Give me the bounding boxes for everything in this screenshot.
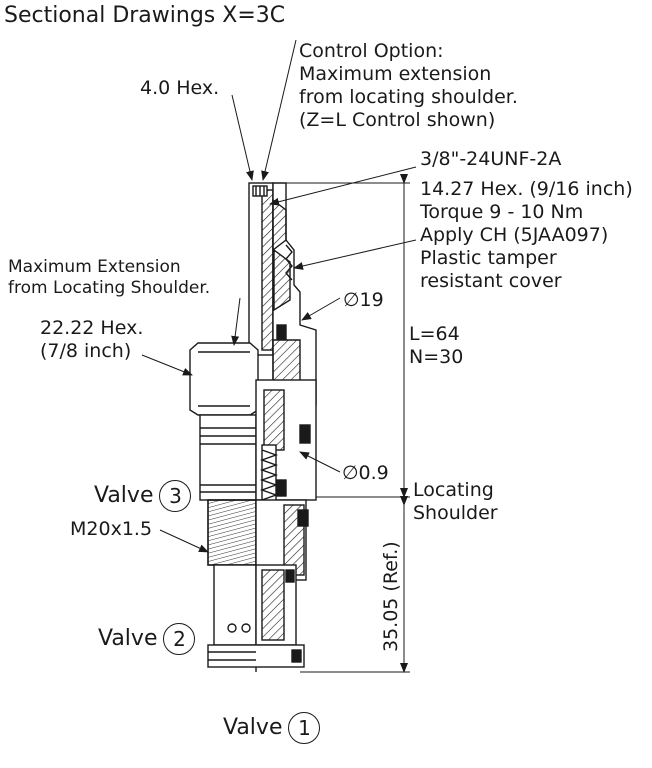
hex-22-line-2: (7/8 inch) xyxy=(40,340,132,362)
dimension-lines xyxy=(273,174,410,673)
hex-14-line-2: Torque 9 - 10 Nm xyxy=(420,201,584,223)
hex-4-label: 4.0 Hex. xyxy=(140,77,220,99)
diameter-09-label: ∅0.9 xyxy=(342,462,389,484)
control-option-line-3: from locating shoulder. xyxy=(299,86,518,108)
reference-dimension-label: 35.05 (Ref.) xyxy=(380,541,402,652)
hex-14-line-4: Plastic tamper xyxy=(420,247,557,269)
thread-spec-label: 3/8"-24UNF-2A xyxy=(420,148,562,170)
valve-3-number: 3 xyxy=(159,480,192,513)
hex-nut-22 xyxy=(189,342,259,416)
locating-shoulder-line-2: Shoulder xyxy=(413,502,498,524)
cartridge-section-drawing xyxy=(141,39,417,673)
drawing-title: Sectional Drawings X=3C xyxy=(4,3,286,28)
lower-body xyxy=(207,564,305,672)
hex-22-line-1: 22.22 Hex. xyxy=(40,317,144,339)
l-dimension-label: L=64 xyxy=(409,323,460,345)
leader-lines xyxy=(141,39,417,553)
max-extension-line-2: from Locating Shoulder. xyxy=(8,278,211,298)
hex-14-line-5: resistant cover xyxy=(420,270,562,292)
locating-shoulder-line-1: Locating xyxy=(413,479,494,501)
control-option-line-4: (Z=L Control shown) xyxy=(299,109,496,131)
max-extension-line-1: Maximum Extension xyxy=(8,257,181,277)
control-option-line-2: Maximum extension xyxy=(299,63,492,85)
hex-14-line-3: Apply CH (5JAA097) xyxy=(420,224,609,246)
adjuster-stem xyxy=(248,182,274,356)
valve-1-number: 1 xyxy=(288,712,321,745)
hex-14-line-1: 14.27 Hex. (9/16 inch) xyxy=(420,178,633,200)
diameter-19-label: ∅19 xyxy=(343,289,384,311)
valve-2-text: Valve xyxy=(97,626,158,652)
valve-3-text: Valve xyxy=(93,483,154,509)
m20-thread-label: M20x1.5 xyxy=(70,518,153,540)
n-dimension-label: N=30 xyxy=(409,346,464,368)
upper-body xyxy=(272,182,317,406)
control-option-line-1: Control Option: xyxy=(299,40,444,62)
valve-2-number: 2 xyxy=(163,623,196,656)
drawing-canvas: Sectional Drawings X=3C xyxy=(4,3,633,745)
valve-1-text: Valve xyxy=(222,715,283,741)
